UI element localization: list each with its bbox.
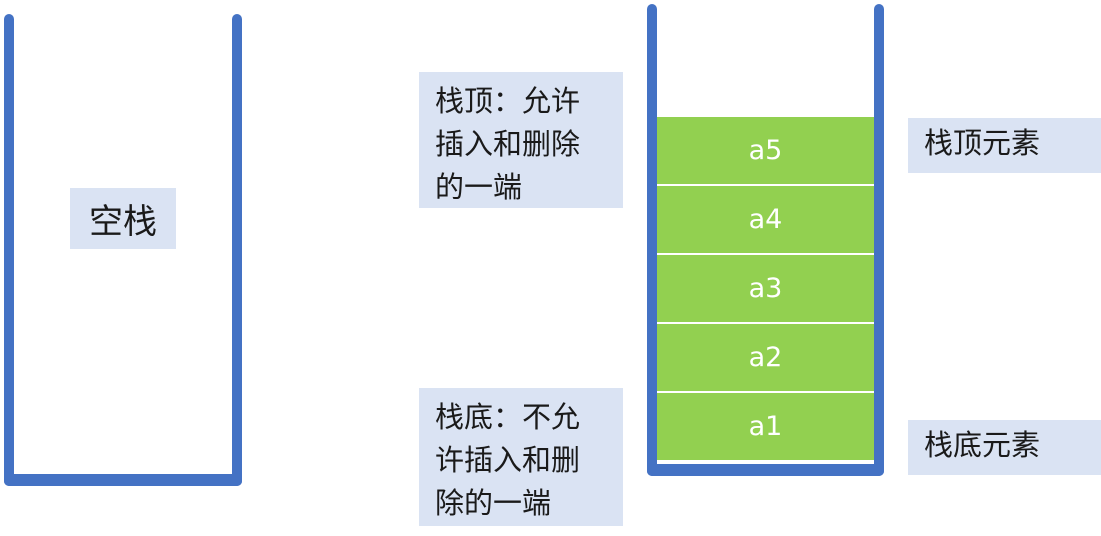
stack-left-wall xyxy=(647,4,657,476)
bottom-element-label: 栈底元素 xyxy=(908,420,1101,475)
stack-base xyxy=(647,464,884,476)
stack-top-note: 栈顶：允许 插入和删除 的一端 xyxy=(419,72,623,208)
stack-top-note-line: 插入和删除 xyxy=(435,127,581,161)
stack-top-note-line: 的一端 xyxy=(435,170,523,204)
stack-element: a2 xyxy=(657,324,874,391)
empty-stack-base xyxy=(4,474,242,486)
empty-stack-label: 空栈 xyxy=(70,188,176,249)
stack-elements: a5 a4 a3 a2 a1 xyxy=(657,117,874,462)
stack-right-wall xyxy=(874,4,884,476)
stack-element-top: a5 xyxy=(657,117,874,184)
empty-stack-right-wall xyxy=(232,14,242,486)
stack-element: a4 xyxy=(657,186,874,253)
stack-bottom-note-line: 除的一端 xyxy=(435,486,552,520)
stack-bottom-note: 栈底：不允 许插入和删 除的一端 xyxy=(419,388,623,526)
stack-element: a3 xyxy=(657,255,874,322)
stack-top-note-line: 栈顶：允许 xyxy=(435,84,581,118)
top-element-label: 栈顶元素 xyxy=(908,118,1101,173)
stack-element-bottom: a1 xyxy=(657,393,874,460)
stack-bottom-note-line: 栈底：不允 xyxy=(435,400,581,434)
stack-bottom-note-line: 许插入和删 xyxy=(435,443,581,477)
empty-stack-left-wall xyxy=(4,14,14,486)
